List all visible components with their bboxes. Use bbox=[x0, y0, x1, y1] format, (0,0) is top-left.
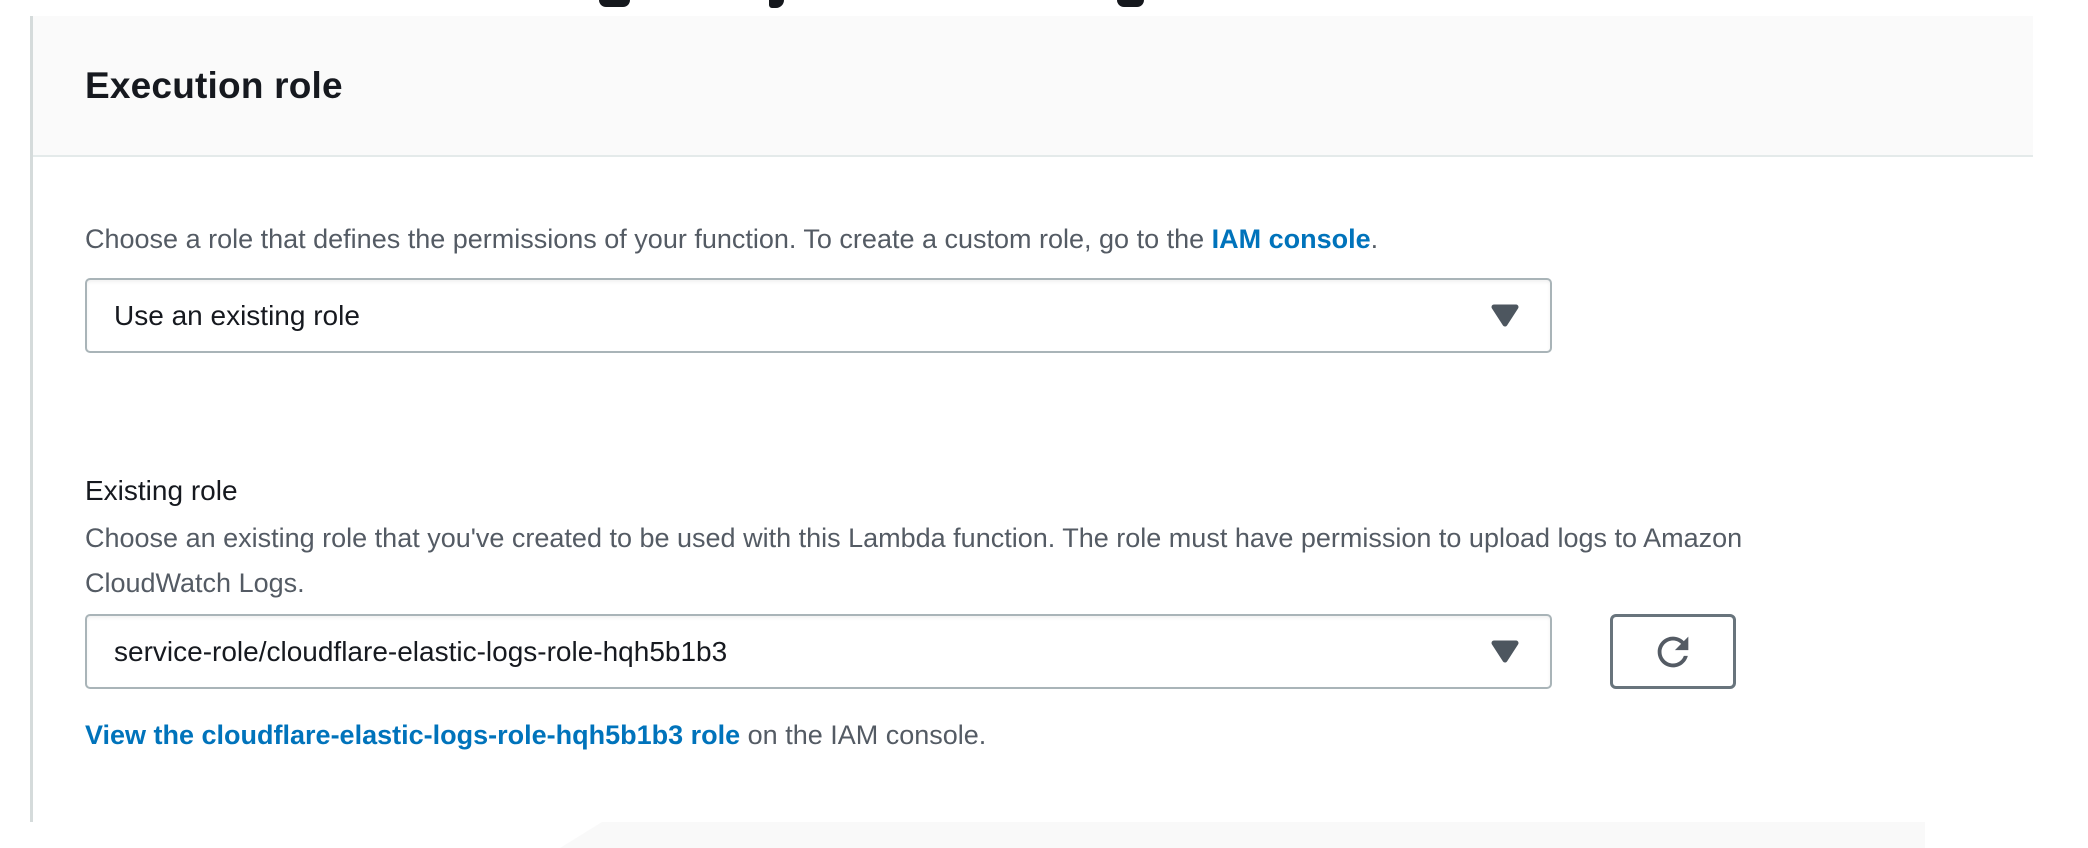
existing-role-select-value: service-role/cloudflare-elastic-logs-rol… bbox=[114, 635, 728, 667]
caret-down-icon bbox=[1490, 303, 1520, 328]
execution-role-card: Execution role Choose a role that define… bbox=[30, 16, 2033, 822]
caret-down-icon bbox=[1490, 639, 1520, 664]
existing-role-row: service-role/cloudflare-elastic-logs-rol… bbox=[85, 614, 1993, 689]
clipped-text-fragment bbox=[769, 0, 784, 8]
intro-text: Choose a role that defines the permissio… bbox=[85, 221, 1993, 257]
view-role-suffix: on the IAM console. bbox=[740, 720, 987, 750]
role-type-select-value: Use an existing role bbox=[114, 299, 360, 331]
view-role-line: View the cloudflare-elastic-logs-role-hq… bbox=[85, 717, 1993, 753]
page-title: Execution role bbox=[85, 64, 343, 106]
card-body: Choose a role that defines the permissio… bbox=[33, 221, 2033, 753]
intro-text-before: Choose a role that defines the permissio… bbox=[85, 224, 1212, 254]
card-header: Execution role bbox=[33, 16, 2033, 157]
intro-text-after: . bbox=[1370, 224, 1379, 254]
existing-role-description: Choose an existing role that you've crea… bbox=[85, 523, 1743, 598]
clipped-text-fragment bbox=[599, 0, 630, 7]
view-role-link[interactable]: View the cloudflare-elastic-logs-role-hq… bbox=[85, 720, 741, 750]
role-type-select[interactable]: Use an existing role bbox=[85, 278, 1552, 353]
clipped-text-fragment bbox=[1117, 0, 1144, 7]
refresh-icon bbox=[1650, 629, 1696, 675]
iam-console-link[interactable]: IAM console bbox=[1211, 224, 1371, 254]
existing-role-label: Existing role bbox=[85, 475, 238, 506]
next-panel-edge bbox=[560, 822, 1925, 848]
existing-role-select[interactable]: service-role/cloudflare-elastic-logs-rol… bbox=[85, 614, 1552, 689]
refresh-roles-button[interactable] bbox=[1610, 614, 1736, 689]
